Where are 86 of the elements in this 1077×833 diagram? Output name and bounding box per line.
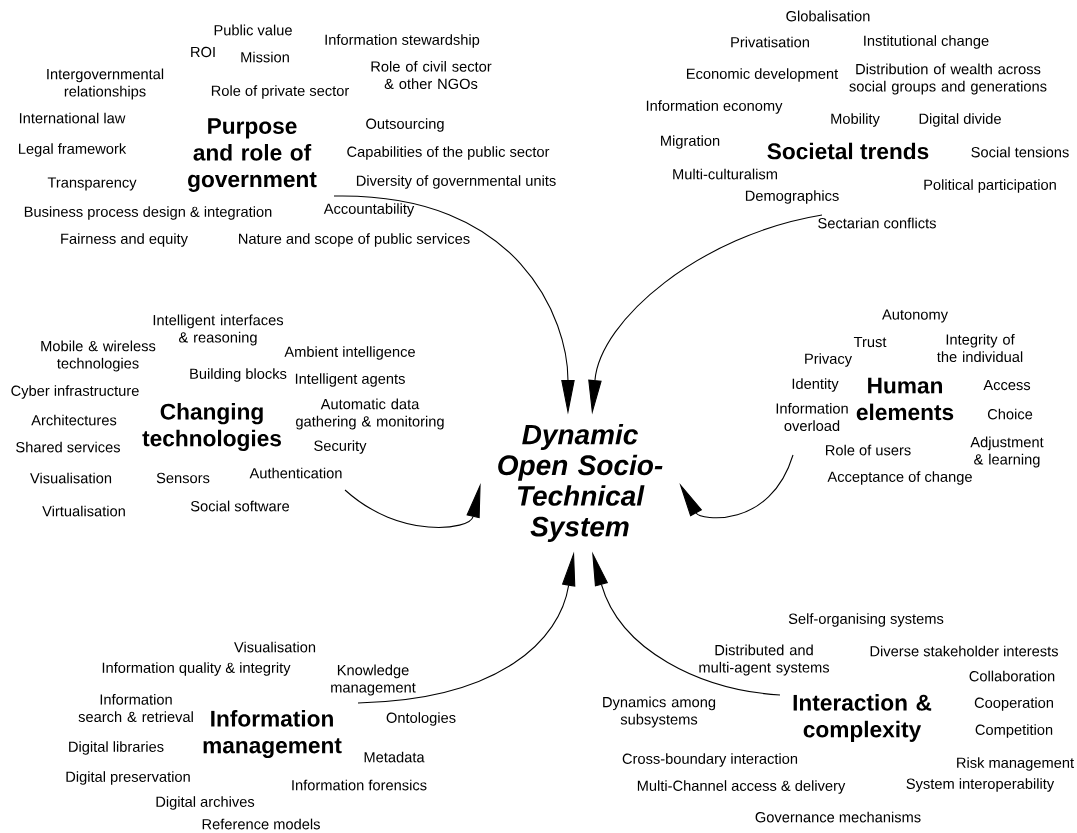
keyword-text: Mobility [831,113,880,127]
keyword-text: Digital divide [919,113,1001,127]
keyword-text: Diverse stakeholder interests [870,645,1058,657]
keyword-text: Mobile & wireless technologies [41,340,156,372]
keyword-text: Digital libraries [69,741,164,755]
keyword-text: Multi-culturalism [673,168,777,180]
keyword-text: Information stewardship [325,34,480,48]
keyword-text: Globalisation [786,10,870,22]
keyword-text: Privacy [805,353,852,367]
keyword-text: Capabilities of the public sector [347,146,550,160]
keyword-text: Competition [975,724,1053,738]
cluster-heading: Purpose and role of government [188,118,317,192]
keyword-text: Multi-Channel access & delivery [637,780,846,794]
keyword-text: Accountability [323,203,415,217]
keyword-text: ROI [191,46,215,58]
cluster-heading: Societal trends [767,142,929,160]
keyword-text: Social tensions [971,146,1069,158]
keyword-text: Social software [190,500,290,512]
cluster-heading: Interaction & complexity [793,694,932,742]
keyword-text: Demographics [745,190,839,204]
keyword-text: Privatisation [731,36,809,48]
keyword-text: Integrity of the individual [937,333,1023,363]
keyword-text: Authentication [249,467,342,479]
keyword-text: Visualisation [234,641,316,653]
keyword-text: Outsourcing [366,118,444,132]
keyword-text: Knowledge management [331,664,416,696]
keyword-text: Information search & retrieval [78,693,193,723]
keyword-text: Intelligent agents [295,373,405,387]
keyword-text: Information forensics [292,779,427,791]
keyword-text: Transparency [47,177,137,191]
keyword-text: Public value [214,24,292,36]
keyword-text: Intergovernmental relationships [47,68,164,100]
keyword-text: Digital archives [156,796,255,810]
keyword-text: Architectures [31,414,117,426]
keyword-text: Collaboration [969,670,1055,682]
keyword-text: Digital preservation [66,771,190,785]
keyword-text: Autonomy [882,309,948,323]
keyword-text: Acceptance of change [827,471,972,485]
keyword-text: Sensors [156,472,210,484]
keyword-text: Role of users [826,444,911,456]
keyword-text: International law [19,112,126,124]
keyword-text: Diversity of governmental units [356,175,556,189]
keyword-text: Fairness and equity [61,233,188,247]
keyword-text: Choice [987,408,1033,420]
cluster-heading: Changing technologies [142,403,281,451]
keyword-text: Reference models [202,818,320,830]
keyword-text: Ontologies [386,712,456,726]
keyword-text: Metadata [364,751,425,763]
keyword-text: Business process design & integration [24,206,272,220]
central-title: Dynamic Open Socio-Technical System [498,423,663,543]
keyword-text: Legal framework [19,143,127,157]
keyword-text: Dynamics among subsystems [603,696,716,728]
keyword-text: Distributed and multi-agent systems [699,644,830,676]
keyword-text: Security [314,440,367,454]
keyword-text: Self-organising systems [788,613,944,627]
keyword-text: Cross-boundary interaction [622,753,798,767]
keyword-text: Migration [661,135,720,149]
keyword-text: Mission [241,51,289,63]
keyword-text: Adjustment & learning [970,436,1044,468]
cluster-heading: Human elements [856,377,954,421]
keyword-text: Role of civil sector & other NGOs [371,60,492,90]
keyword-text: Identity [792,378,839,392]
cluster-heading: Information management [203,710,342,758]
keyword-text: Shared services [16,441,120,453]
keyword-text: Virtualisation [42,505,125,517]
keyword-text: Political participation [924,179,1056,193]
keyword-text: Access [983,379,1031,391]
keyword-text: Sectarian conflicts [818,217,936,229]
keyword-text: Nature and scope of public services [239,233,470,247]
keyword-text: Economic development [687,68,839,82]
keyword-text: Ambient intelligence [284,346,415,360]
keyword-text: Automatic data gathering & monitoring [296,398,444,430]
keyword-text: Building blocks [190,368,287,382]
keyword-text: Institutional change [864,35,989,49]
keyword-text: Governance mechanisms [755,811,921,823]
keyword-text: Distribution of wealth across social groups and generations [849,63,1047,95]
keyword-text: Information quality & integrity [102,662,291,676]
keyword-text: Cooperation [974,697,1053,711]
keyword-text: Visualisation [30,472,112,484]
keyword-text: System interoperability [906,778,1055,792]
keyword-text: Information economy [646,100,783,114]
keyword-text: Cyber infrastructure [11,385,139,399]
keyword-text: Role of private sector [211,85,350,99]
keyword-text: Information overload [776,402,848,432]
keyword-text: Trust [853,336,887,348]
keyword-text: Risk management [957,757,1074,771]
